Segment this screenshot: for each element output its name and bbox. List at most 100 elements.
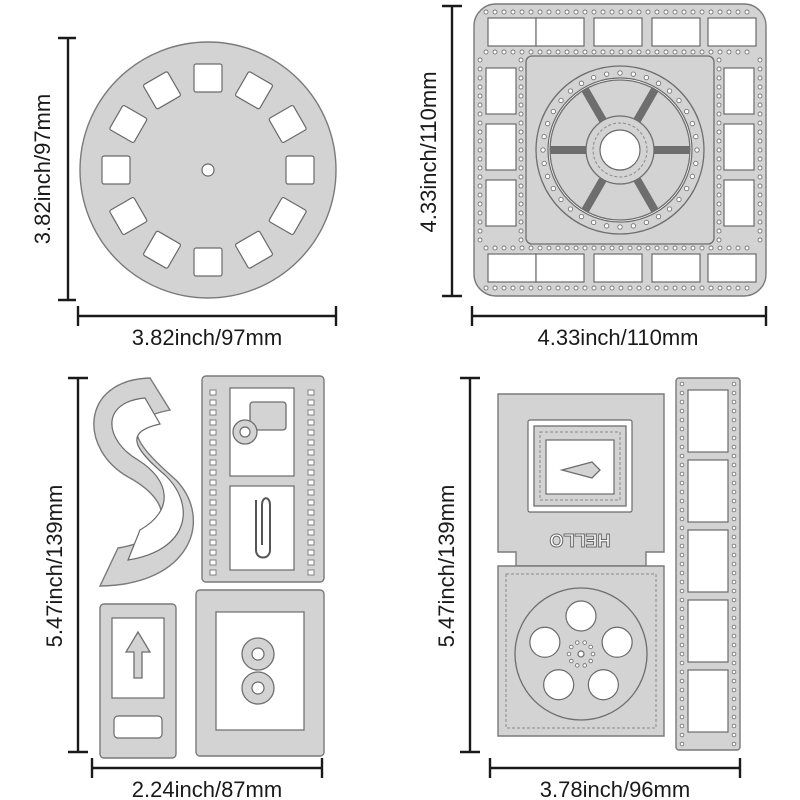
strip-perforation (731, 399, 737, 405)
perforation (518, 66, 524, 72)
film-perforation (307, 389, 315, 396)
perforation (591, 9, 597, 15)
strip-perforation (731, 534, 737, 540)
camera-set-width-dimension: 3.78inch/96mm (488, 758, 742, 800)
strip-perforation (679, 417, 685, 423)
strip-perforation (679, 426, 685, 432)
perforation (716, 57, 722, 63)
film-set-width-label: 2.24inch/87mm (132, 777, 282, 800)
perforation (717, 285, 723, 291)
perforation (716, 192, 722, 198)
perforation (519, 9, 525, 15)
perforation (757, 201, 763, 207)
perforation (716, 156, 722, 162)
perforation (609, 49, 615, 55)
strip-perforation (731, 669, 737, 675)
film-perforation (307, 479, 315, 486)
perforation (757, 120, 763, 126)
strip-perforation (731, 390, 737, 396)
perforation (672, 245, 678, 251)
film-perforation (307, 529, 315, 536)
perforation (510, 9, 516, 15)
ring-perforation (567, 88, 574, 94)
film-perforation (209, 559, 217, 566)
strip-perforation (679, 390, 685, 396)
perforation (672, 49, 678, 55)
perforation (757, 210, 763, 216)
wheel-window (193, 63, 223, 93)
perforation (716, 210, 722, 216)
perforation (518, 57, 524, 63)
perforation (518, 228, 524, 234)
perforation (618, 49, 624, 55)
perforation (600, 49, 606, 55)
perforation (564, 245, 570, 251)
ring-spoke (633, 87, 659, 123)
perforation (528, 245, 534, 251)
film-perforation (209, 539, 217, 546)
perforation (477, 129, 483, 135)
ring-perforation (693, 133, 699, 140)
ring-perforation (603, 71, 610, 77)
perforation (716, 138, 722, 144)
perforation (757, 192, 763, 198)
perforation (492, 245, 498, 251)
strip-perforation (679, 723, 685, 729)
film-perforation (307, 449, 315, 456)
film-perforation (307, 549, 315, 556)
film-perforation (307, 459, 315, 466)
perforation (477, 192, 483, 198)
perforation (716, 165, 722, 171)
perforation (663, 9, 669, 15)
ring-perforation (617, 224, 623, 230)
strip-perforation (679, 444, 685, 450)
perforation (477, 138, 483, 144)
strip-perforation (679, 453, 685, 459)
perforation (717, 49, 723, 55)
board-cell (485, 179, 517, 227)
perforation (501, 245, 507, 251)
wheel-window (109, 197, 148, 235)
film-perforation (209, 439, 217, 446)
ring-perforation (544, 121, 551, 127)
perforation (483, 9, 489, 15)
film-perforation (307, 569, 315, 576)
perforation (555, 285, 561, 291)
film-perforation (209, 459, 217, 466)
perforation (690, 9, 696, 15)
strip-perforation (679, 732, 685, 738)
perforation (477, 174, 483, 180)
strip-perforation (731, 714, 737, 720)
perforation (699, 285, 705, 291)
strip-perforation (731, 570, 737, 576)
perforation (492, 9, 498, 15)
perforation (757, 66, 763, 72)
perforation (518, 156, 524, 162)
perforation (477, 183, 483, 189)
reel-dot (569, 644, 574, 650)
strip-perforation (731, 381, 737, 387)
strip-perforation (679, 606, 685, 612)
perforation (537, 245, 543, 251)
perforation (716, 219, 722, 225)
perforation (690, 245, 696, 251)
film-perforation (307, 469, 315, 476)
strip-perforation (679, 399, 685, 405)
perforation (699, 49, 705, 55)
film-perforation (307, 519, 315, 526)
hello-stamp-text: HELLO (550, 530, 611, 550)
strip-perforation (731, 597, 737, 603)
reel-wheel-die (79, 41, 337, 299)
perforation (518, 147, 524, 153)
perforation (627, 285, 633, 291)
perforation (757, 219, 763, 225)
perforation (663, 49, 669, 55)
strip-perforation (679, 642, 685, 648)
strip-perforation (679, 561, 685, 567)
ring-perforation (567, 206, 574, 212)
camera-set-height-label: 5.47inch/139mm (434, 485, 459, 648)
film-perforation (307, 419, 315, 426)
strip-perforation (679, 687, 685, 693)
strip-perforation (731, 741, 737, 747)
